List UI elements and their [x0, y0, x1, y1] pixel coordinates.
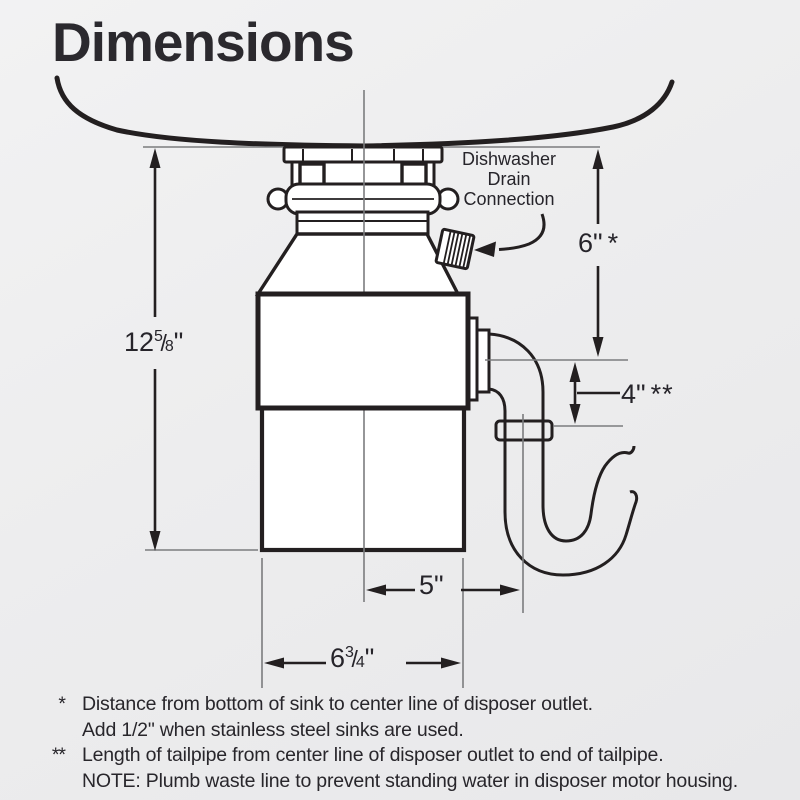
- callout-line-3: Connection: [463, 189, 555, 209]
- disposer-upper-body: [255, 291, 471, 411]
- tailpipe-outer: [488, 332, 636, 543]
- disposer-lower-body: [259, 405, 467, 553]
- dim-body-width-arrow: [264, 657, 461, 669]
- page-title: Dimensions: [52, 11, 355, 73]
- footnote-double-asterisk: ** Length of tailpipe from center line o…: [0, 743, 780, 794]
- dim-label-body-width: 63/4": [330, 643, 375, 673]
- footnote-text-line: NOTE: Plumb waste line to prevent standi…: [82, 769, 738, 792]
- dim-center-to-trap-arrow: [366, 584, 520, 596]
- outlet-and-tailpipe: [464, 316, 639, 577]
- footnote-text-line: Add 1/2" when stainless steel sinks are …: [82, 718, 464, 741]
- tailpipe-inner: [488, 387, 639, 577]
- disposer-neck: [254, 232, 461, 296]
- footnote-marker: *: [58, 693, 66, 715]
- footnote-single-asterisk: * Distance from bottom of sink to center…: [0, 692, 780, 743]
- dimension-arrows: [149, 148, 620, 669]
- dim-label-sink-to-outlet: 6"*: [578, 228, 620, 258]
- dim-tailpipe-arrow: [569, 362, 620, 424]
- callout-line-1: Dishwasher: [461, 149, 557, 169]
- footnote-text-line: Length of tailpipe from center line of d…: [82, 744, 664, 766]
- dim-label-center-to-trap: 5": [419, 570, 444, 600]
- footnote-marker: **: [51, 744, 66, 766]
- callout-line-2: Drain: [487, 169, 531, 189]
- dim-label-height: 125/8": [124, 327, 184, 357]
- outlet-flange: [475, 328, 491, 394]
- slip-nut: [494, 419, 554, 442]
- mounting-assembly: [254, 145, 461, 296]
- dim-sink-to-outlet-arrow: [592, 149, 604, 357]
- dim-height-arrow: [149, 148, 161, 551]
- dishwasher-callout-arrow: [474, 213, 546, 257]
- footnotes: * Distance from bottom of sink to center…: [0, 692, 780, 794]
- footnote-text-line: Distance from bottom of sink to center l…: [82, 693, 593, 715]
- dishwasher-callout-label: Dishwasher Drain Connection: [444, 149, 574, 209]
- dim-label-tailpipe: 4"**: [621, 379, 674, 409]
- dishwasher-nub: [434, 227, 476, 271]
